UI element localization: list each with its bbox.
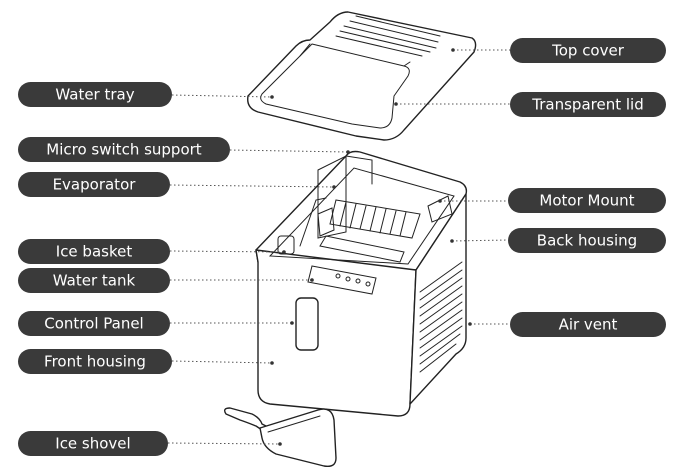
label-water-tank: Water tank — [18, 268, 170, 293]
label-water-tray-text: Water tray — [55, 86, 134, 104]
label-control-panel: Control Panel — [18, 311, 170, 336]
label-ice-basket-text: Ice basket — [56, 243, 133, 261]
label-front-housing: Front housing — [18, 349, 172, 374]
label-back-housing-text: Back housing — [537, 232, 637, 250]
leader-lines — [167, 48, 510, 446]
top-cover-vent-slots — [335, 15, 441, 57]
label-water-tank-text: Water tank — [53, 272, 136, 290]
label-motor-mount: Motor Mount — [508, 188, 666, 213]
label-evaporator-text: Evaporator — [53, 176, 137, 194]
label-control-panel-text: Control Panel — [44, 315, 143, 333]
label-evaporator: Evaporator — [18, 172, 170, 197]
label-air-vent-text: Air vent — [559, 316, 618, 334]
label-ice-basket: Ice basket — [18, 239, 170, 264]
label-micro-switch-support-text: Micro switch support — [46, 141, 202, 159]
evaporator-fins — [319, 199, 421, 263]
label-ice-shovel: Ice shovel — [18, 431, 168, 456]
label-back-housing: Back housing — [508, 228, 666, 253]
label-air-vent: Air vent — [510, 312, 666, 337]
ice-shovel-part — [223, 407, 337, 468]
label-top-cover: Top cover — [510, 38, 666, 63]
top-cover-part — [247, 11, 477, 141]
label-ice-shovel-text: Ice shovel — [55, 435, 130, 453]
label-top-cover-text: Top cover — [551, 42, 625, 60]
label-front-housing-text: Front housing — [44, 353, 146, 371]
label-micro-switch-support: Micro switch support — [18, 137, 230, 162]
label-transparent-lid: Transparent lid — [510, 92, 666, 117]
ice-maker-body — [255, 150, 468, 417]
label-motor-mount-text: Motor Mount — [539, 192, 634, 210]
label-transparent-lid-text: Transparent lid — [531, 96, 643, 114]
air-vent-slats — [419, 261, 463, 373]
label-water-tray: Water tray — [18, 82, 172, 107]
